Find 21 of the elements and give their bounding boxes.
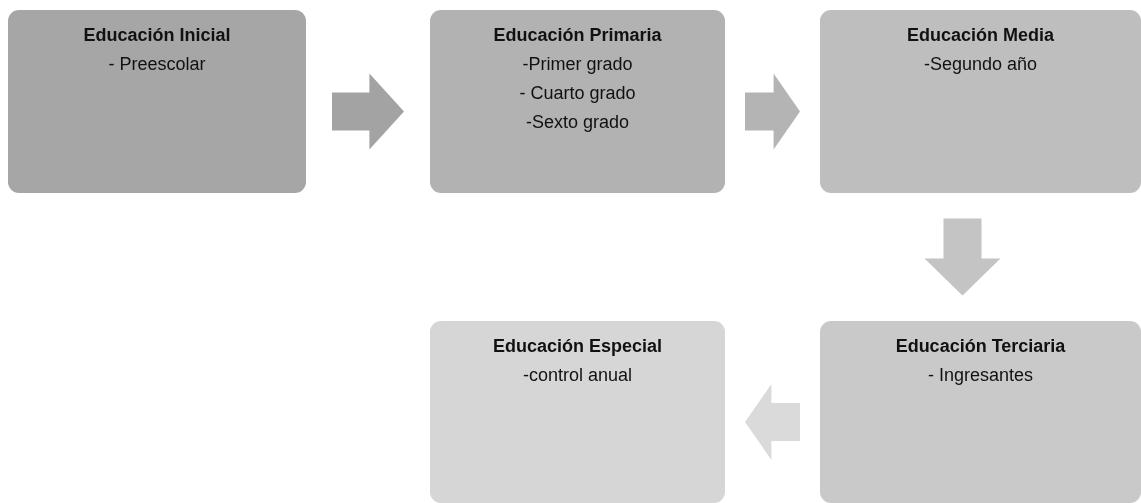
list-item: -control anual [521, 364, 634, 387]
process-box [8, 10, 306, 193]
list-item: - Cuarto grado [518, 82, 637, 105]
list-item: -Primer grado [521, 53, 634, 76]
process-box [430, 321, 725, 503]
process-box [430, 10, 725, 193]
box-heading: Educación Especial [491, 335, 664, 358]
box-heading: Educación Media [905, 24, 1055, 47]
block-arrow [745, 384, 800, 460]
process-box [820, 321, 1141, 503]
process-box [820, 10, 1141, 193]
list-item: -Sexto grado [524, 111, 631, 134]
box-heading: Educación Primaria [492, 24, 663, 47]
block-arrow [924, 218, 1001, 296]
block-arrow [332, 73, 404, 150]
list-item: - Preescolar [107, 53, 207, 76]
box-heading: Educación Terciaria [894, 335, 1067, 358]
list-item: -Segundo año [922, 53, 1039, 76]
block-arrow [745, 73, 800, 150]
box-heading: Educación Inicial [82, 24, 232, 47]
list-item: - Ingresantes [926, 364, 1035, 387]
